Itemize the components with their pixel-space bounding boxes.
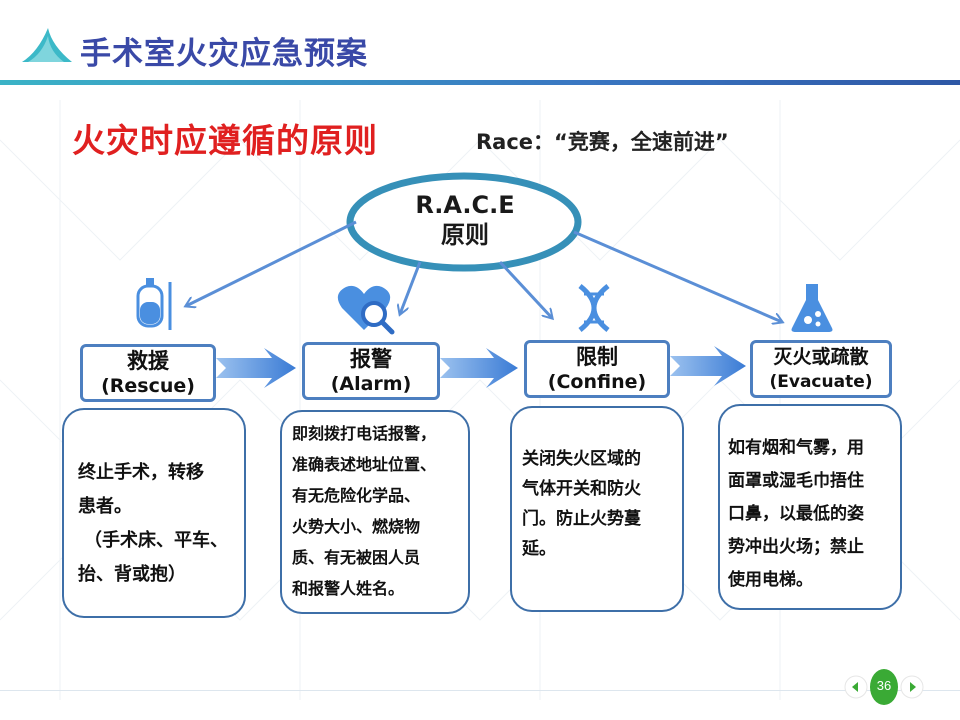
detail-box-evacuate: 如有烟和气雾，用 面罩或湿毛巾捂住 口鼻，以最低的姿 势冲出火场；禁止 使用电梯… (718, 404, 902, 610)
prev-page-button[interactable] (844, 675, 868, 699)
step-title: 灭火或疏散 (773, 346, 869, 368)
detail-box-confine: 关闭失火区域的 气体开关和防火 门。防止火势蔓 延。 (510, 406, 684, 612)
flask-icon (791, 284, 833, 332)
branch-arrow-rescue (186, 220, 357, 306)
detail-line: 即刻拨打电话报警， (292, 424, 437, 443)
center-label-line1: R.A.C.E (415, 191, 515, 219)
detail-line: 和报警人姓名。 (292, 579, 405, 598)
detail-line: （手术床、平车、 (84, 530, 228, 551)
detail-line: 关闭失火区域的 (522, 449, 641, 469)
step-subtitle: (Evacuate) (769, 372, 873, 392)
detail-line: 终止手术，转移 (78, 462, 204, 483)
branch-arrow-alarm (400, 261, 422, 314)
detail-line: 有无危险化学品、 (292, 486, 421, 505)
detail-line: 如有烟和气雾，用 (728, 438, 864, 458)
page-number: 36 (876, 678, 892, 693)
center-label-line2: 原则 (441, 221, 489, 249)
detail-line: 口鼻，以最低的姿 (728, 504, 864, 524)
detail-line: 质、有无被困人员 (292, 548, 421, 567)
step-box-confine: 限制 (Confine) (524, 340, 670, 398)
page-title: 手术室火灾应急预案 (80, 36, 368, 72)
branch-arrow-confine (498, 260, 552, 318)
detail-line: 面罩或湿毛巾捂住 (728, 471, 864, 491)
detail-line: 势冲出火场；禁止 (728, 537, 864, 557)
detail-box-rescue: 终止手术，转移 患者。 （手术床、平车、 抬、背或抱） (62, 408, 246, 618)
detail-line: 患者。 (78, 496, 132, 517)
step-box-evacuate: 灭火或疏散 (Evacuate) (750, 340, 892, 398)
step-subtitle: (Confine) (547, 371, 647, 393)
footer-divider (0, 690, 960, 691)
step-box-rescue: 救援 (Rescue) (80, 344, 216, 402)
section-subtitle: 火灾时应遵循的原则 (72, 121, 378, 160)
chevron-left-icon (852, 682, 858, 692)
dna-icon (578, 284, 610, 332)
step-box-alarm: 报警 (Alarm) (302, 342, 440, 400)
detail-line: 准确表述地址位置、 (292, 455, 437, 474)
step-subtitle: (Rescue) (101, 375, 195, 397)
detail-line: 抬、背或抱） (78, 564, 186, 585)
step-title: 报警 (350, 347, 392, 371)
header-logo-icon (22, 28, 72, 62)
step-title: 限制 (576, 345, 618, 369)
detail-box-alarm: 即刻拨打电话报警， 准确表述地址位置、 有无危险化学品、 火势大小、燃烧物 质、… (280, 410, 470, 614)
flow-arrow-3 (670, 346, 746, 386)
iv-bag-icon (136, 278, 172, 330)
page-number-badge (870, 669, 898, 705)
chevron-right-icon (910, 682, 916, 692)
center-label: R.A.C.E 原则 (370, 190, 560, 250)
flow-arrow-1 (216, 348, 296, 388)
header-divider (0, 80, 960, 85)
heart-search-icon (337, 285, 395, 335)
detail-line: 延。 (522, 539, 556, 559)
center-oval (346, 172, 582, 272)
next-page-button[interactable] (900, 675, 924, 699)
detail-line: 气体开关和防火 (522, 479, 641, 499)
detail-line: 使用电梯。 (728, 570, 813, 590)
detail-line: 火势大小、燃烧物 (292, 517, 421, 536)
step-subtitle: (Alarm) (330, 373, 412, 395)
race-note: Race：“竞赛，全速前进” (476, 130, 729, 154)
detail-line: 门。防止火势蔓 (522, 509, 641, 529)
flow-arrow-2 (440, 348, 518, 388)
branch-arrow-evacuate (573, 230, 782, 322)
step-title: 救援 (127, 349, 169, 373)
pager: 36 (844, 668, 928, 706)
